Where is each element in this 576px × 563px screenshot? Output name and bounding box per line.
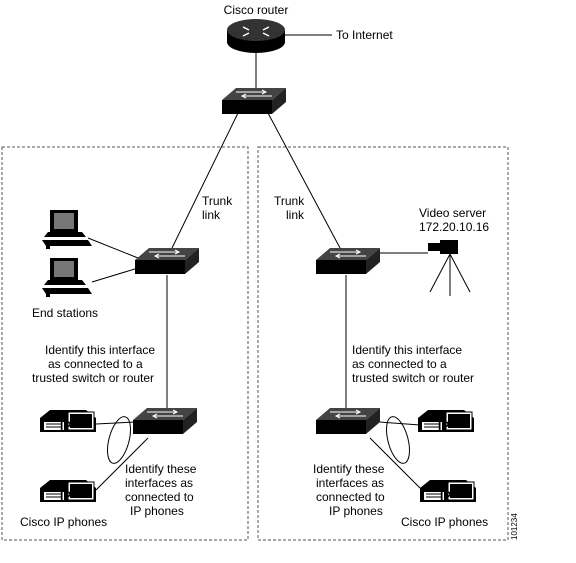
trunk-right-label: Trunk: [274, 194, 305, 208]
phones-note-left-4: IP phones: [130, 504, 184, 518]
trunk-left-label: Trunk: [202, 194, 233, 208]
phones-note-left-2: interfaces as: [125, 476, 193, 490]
router-label: Cisco router: [224, 3, 289, 17]
ip-label-right-1: IP: [438, 419, 449, 433]
trusted-left-label-3: trusted switch or router: [32, 371, 154, 385]
left-access-switch-icon: [134, 247, 200, 275]
ip-label-left-1: IP: [60, 419, 71, 433]
router-icon: [227, 19, 285, 53]
ip-label-left-2: IP: [60, 489, 71, 503]
trusted-right-label-1: Identify this interface: [352, 343, 462, 357]
phones-note-left-3: connected to: [125, 490, 194, 504]
right-zone-box: [257, 146, 509, 541]
phones-note-right-4: IP phones: [329, 504, 383, 518]
trunk-right-label-2: link: [286, 208, 305, 222]
trusted-right-label-3: trusted switch or router: [352, 371, 474, 385]
left-phone-switch-icon: [132, 407, 198, 435]
phones-note-right-3: connected to: [316, 490, 385, 504]
video-server-ip-label: 172.20.10.16: [419, 220, 489, 234]
phones-note-left-1: Identify these: [125, 462, 197, 476]
end-stations-label: End stations: [32, 306, 98, 320]
trusted-left-label-1: Identify this interface: [45, 343, 155, 357]
left-zone-box: [1, 146, 249, 541]
ip-label-right-2: IP: [440, 489, 451, 503]
trusted-right-label-2: as connected to a: [352, 357, 447, 371]
phones-note-right-1: Identify these: [313, 462, 385, 476]
core-switch-icon: [221, 87, 287, 115]
video-server-label: Video server: [419, 206, 486, 220]
right-phone-switch-icon: [315, 407, 381, 435]
connection-lines: [87, 34, 428, 491]
right-access-switch-icon: [315, 247, 381, 275]
video-camera-icon: [428, 240, 471, 296]
figure-id: 101234: [510, 513, 519, 540]
end-station-1-icon: [42, 210, 92, 249]
phones-left-label: Cisco IP phones: [20, 515, 107, 529]
phones-note-right-2: interfaces as: [316, 476, 384, 490]
internet-label: To Internet: [336, 28, 393, 42]
phones-right-label: Cisco IP phones: [401, 515, 488, 529]
end-station-2-icon: [42, 258, 92, 297]
trusted-left-label-2: as connected to a: [48, 357, 143, 371]
trunk-left-label-2: link: [202, 208, 221, 222]
